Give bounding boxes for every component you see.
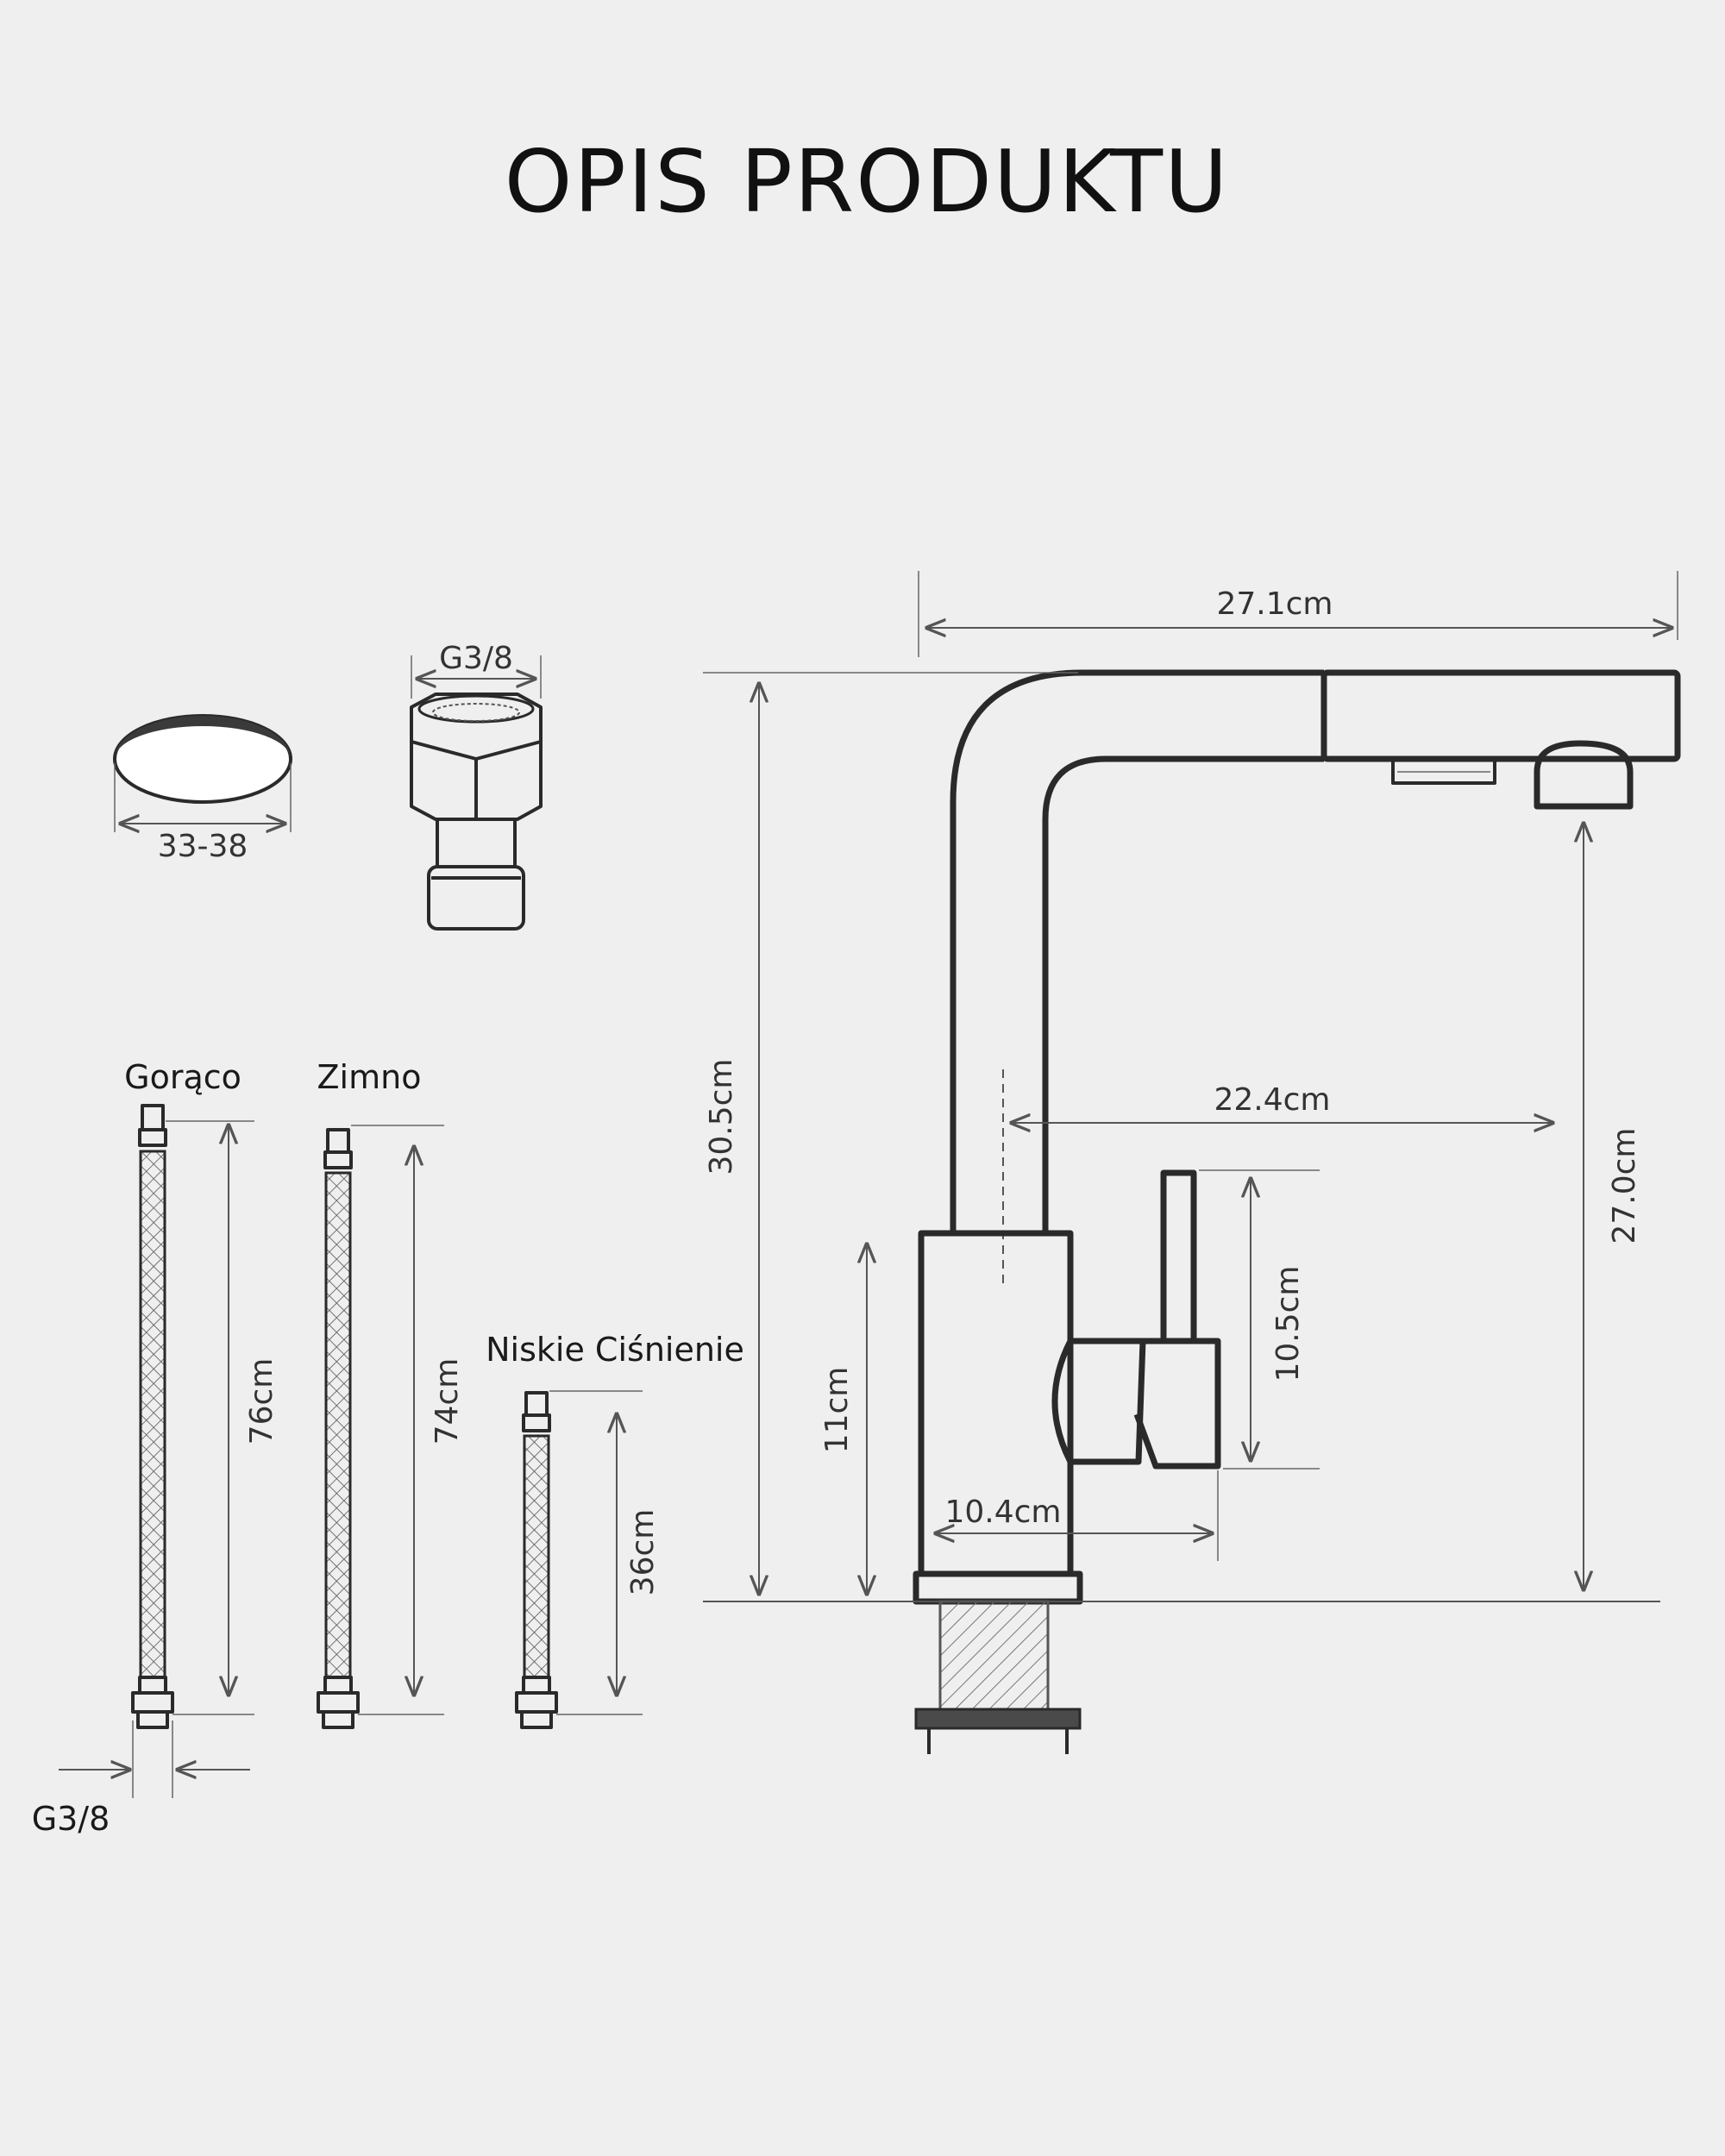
hose-cold-length: 74cm — [430, 1358, 465, 1445]
dim-total-height: 30.5cm — [704, 1058, 739, 1175]
hose-cold: Zimno 74cm — [317, 1058, 465, 1729]
dim-spout-reach: 22.4cm — [1214, 1082, 1330, 1118]
dim-handle-height: 10.5cm — [1270, 1265, 1306, 1382]
ring-range-label: 33-38 — [158, 829, 248, 864]
hose-low-pressure-length: 36cm — [625, 1509, 661, 1596]
hose-low-pressure-label: Niskie Ciśnienie — [486, 1331, 744, 1369]
hose-thread-label: G3/8 — [32, 1800, 110, 1838]
thread-adapter: G3/8 — [410, 641, 543, 931]
mounting-ring: 33-38 — [113, 714, 292, 864]
hose-hot: Gorąco 76cm G3/8 — [32, 1058, 279, 1838]
hose-low-pressure: Niskie Ciśnienie 36cm — [486, 1331, 744, 1729]
hose-hot-label: Gorąco — [124, 1058, 242, 1096]
page-title: OPIS PRODUKTU — [505, 131, 1230, 232]
hose-cold-label: Zimno — [317, 1058, 422, 1096]
dim-total-width: 27.1cm — [1216, 586, 1333, 622]
dim-base-width: 10.4cm — [944, 1495, 1061, 1530]
faucet-dimensions: 27.1cm 30.5cm 27.0cm 22.4cm 10.5cm 11cm … — [703, 571, 1678, 1594]
dim-spout-clearance: 27.0cm — [1607, 1127, 1642, 1244]
hose-hot-length: 76cm — [244, 1358, 279, 1445]
dim-base-height: 11cm — [819, 1367, 855, 1454]
faucet-drawing — [703, 669, 1681, 1754]
adapter-thread-label: G3/8 — [439, 641, 513, 676]
